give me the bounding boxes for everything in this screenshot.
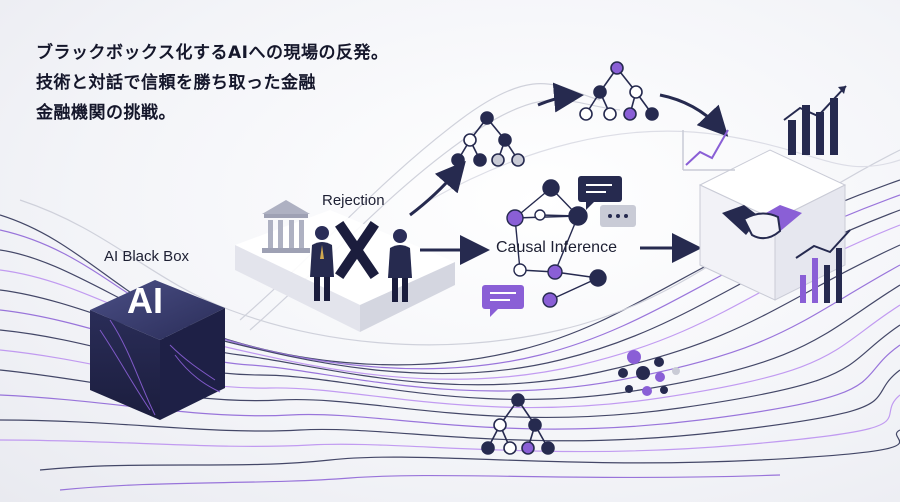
network-graph-icon xyxy=(579,61,659,121)
businessman-icon xyxy=(388,229,412,302)
network-graph-icon xyxy=(451,111,525,167)
chat-bubble-icon xyxy=(482,285,524,317)
cross-icon xyxy=(335,221,379,279)
businessman-icon xyxy=(310,226,334,301)
headline-line-2: 技術と対話で信頼を勝ち取った金融 xyxy=(36,73,316,93)
causal-inference-label: Causal Inference xyxy=(496,239,617,256)
ai-black-box-label: AI Black Box xyxy=(104,248,190,265)
headline-line-1: ブラックボックス化するAIへの現場の反発。 xyxy=(36,43,389,63)
handshake-icon xyxy=(722,205,802,240)
rejection-label: Rejection xyxy=(322,192,385,209)
ai-cube-label: AI xyxy=(127,280,163,321)
chat-bubble-icon xyxy=(578,176,622,210)
bar-chart-icon xyxy=(795,229,851,303)
bank-icon xyxy=(262,200,310,253)
ai-black-box-cube xyxy=(90,280,225,420)
network-graph-icon xyxy=(481,393,555,455)
flow-arrows xyxy=(409,82,729,265)
causal-graph xyxy=(506,179,607,308)
chat-bubble-icon xyxy=(600,205,636,227)
dot-cluster-icon xyxy=(618,350,680,396)
headline-line-3: 金融機関の挑戦。 xyxy=(36,103,176,123)
line-chart-icon xyxy=(682,129,735,171)
bar-chart-icon xyxy=(783,85,847,155)
